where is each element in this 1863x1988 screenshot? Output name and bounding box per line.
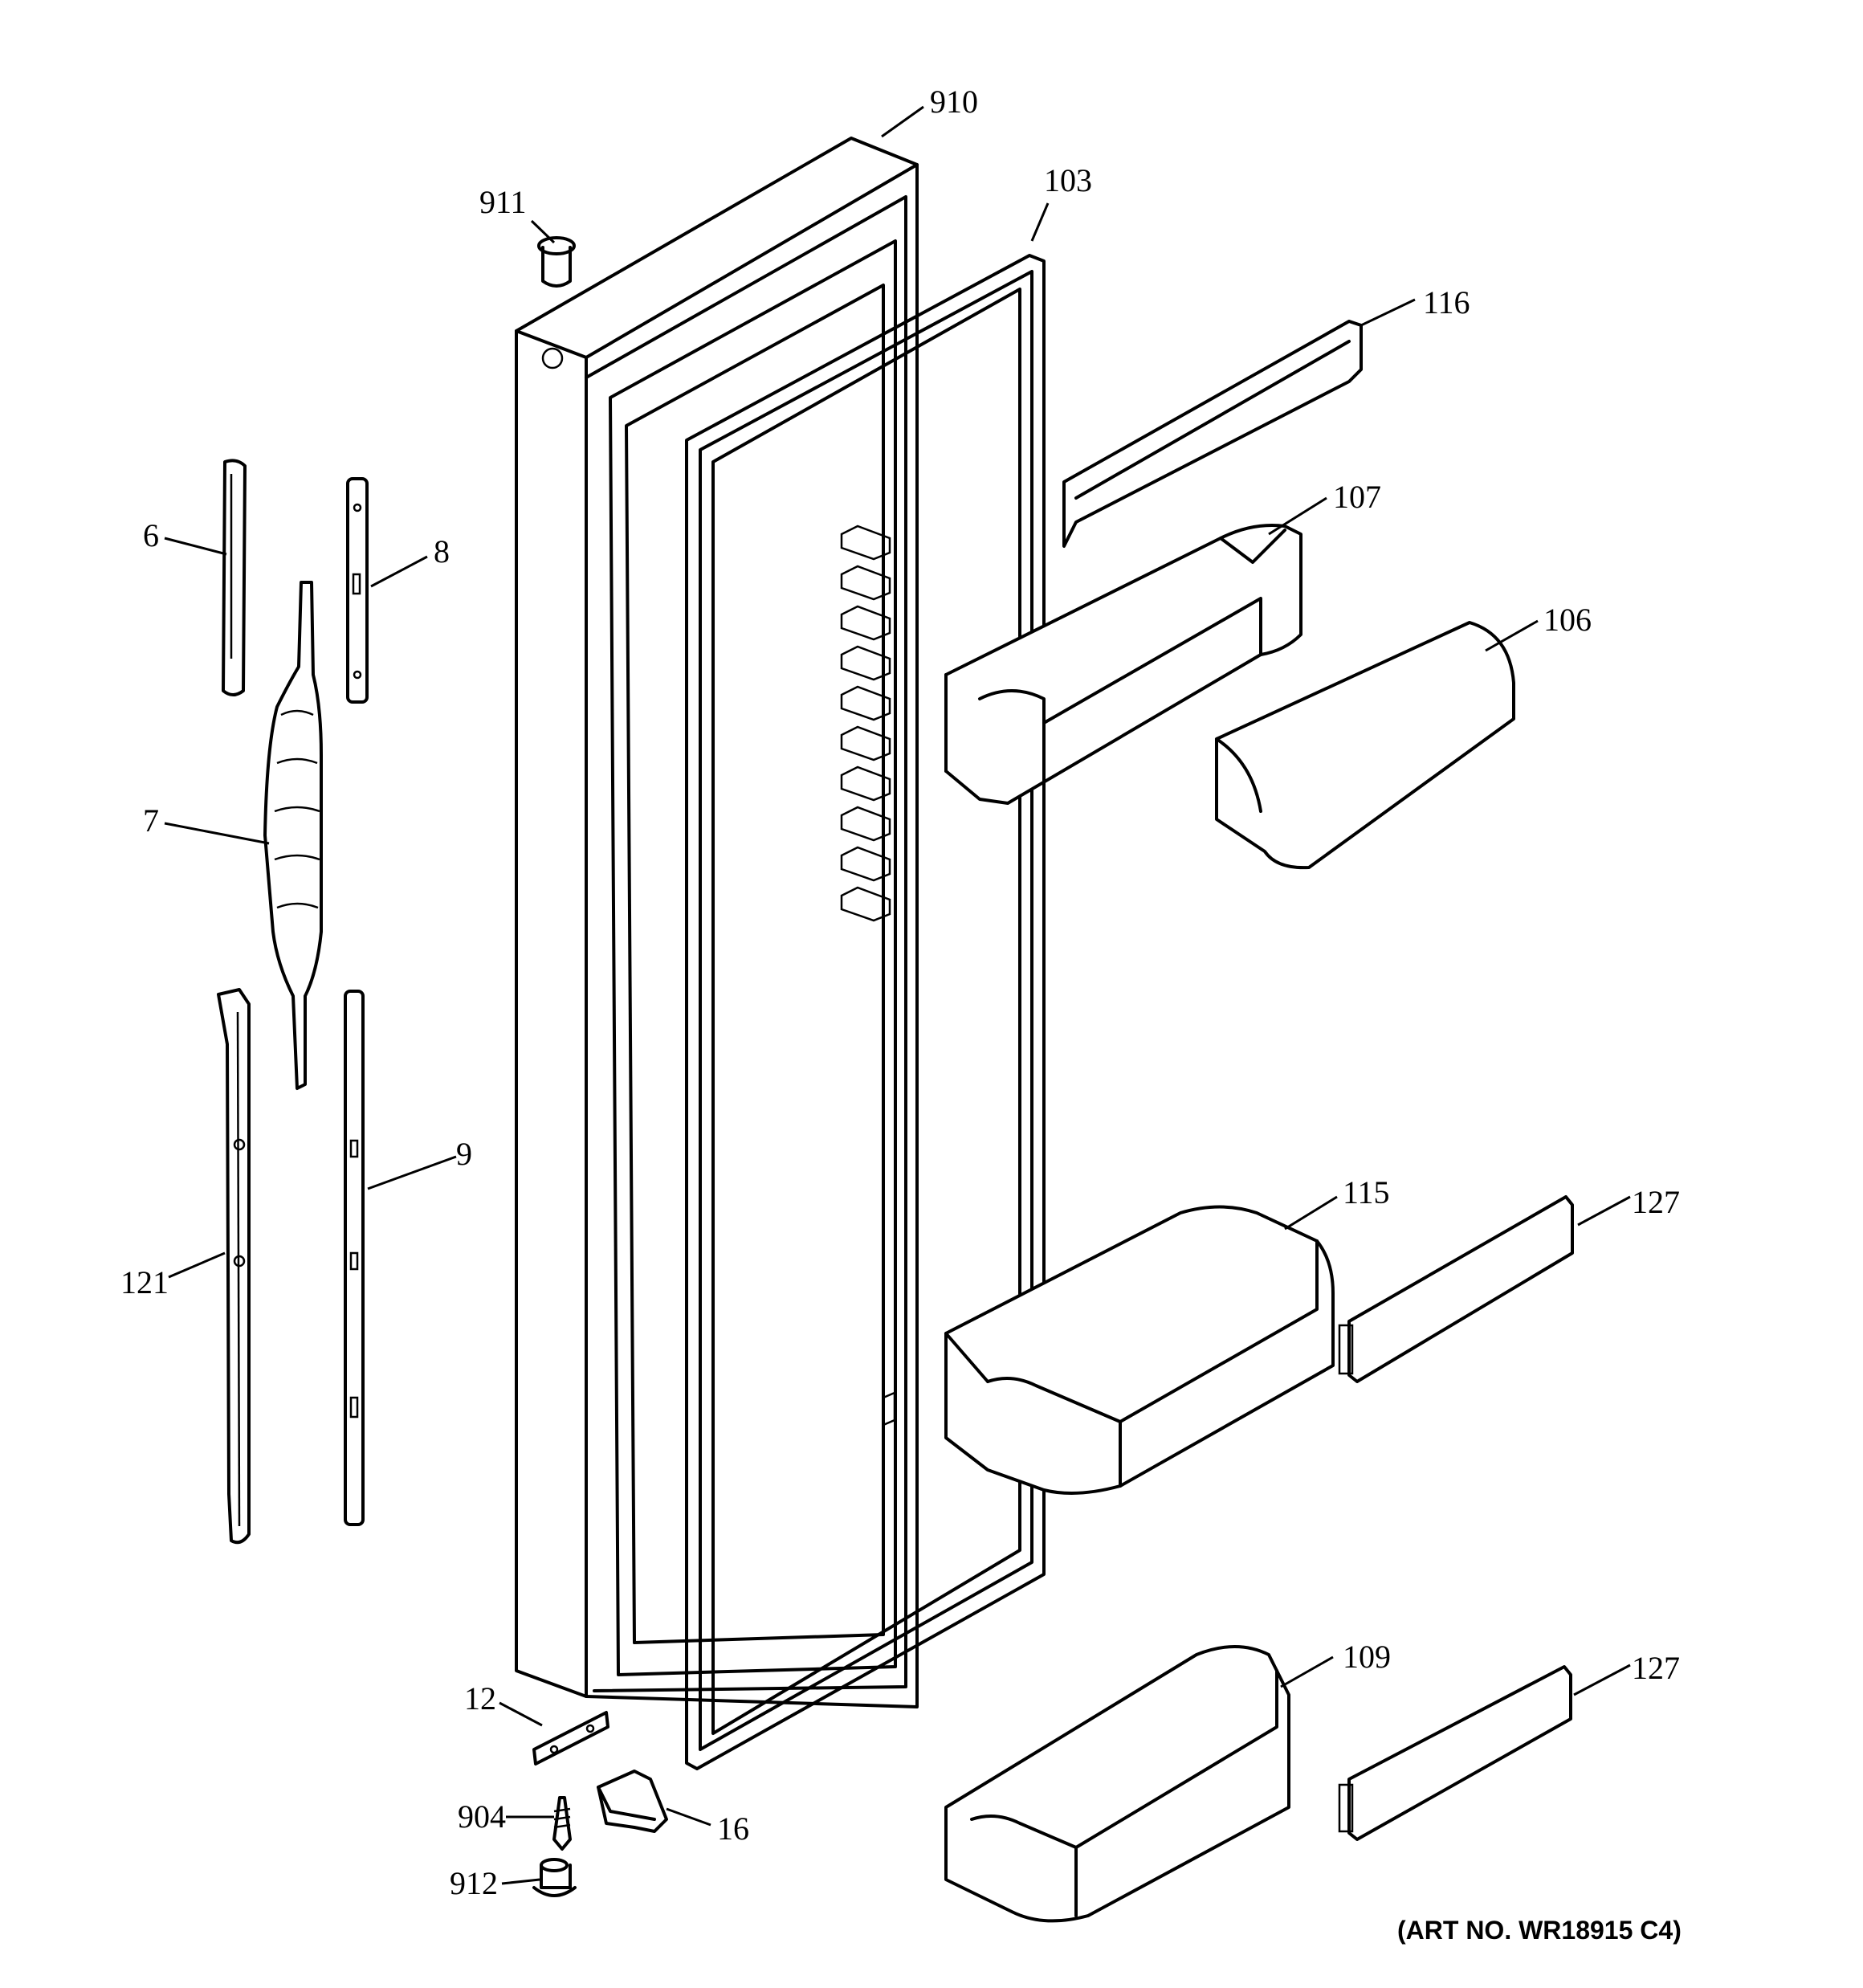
callout-904: 904 [458, 1798, 506, 1835]
callout-127-upper: 127 [1632, 1184, 1680, 1220]
callout-7: 7 [143, 802, 159, 839]
part-115-middle-bin [944, 1205, 1335, 1495]
callout-103: 103 [1044, 162, 1092, 198]
part-121-handle-trim [217, 988, 251, 1545]
part-12-hinge-plate [532, 1711, 609, 1766]
callout-121: 121 [120, 1264, 169, 1300]
callout-115: 115 [1343, 1174, 1390, 1210]
part-6-handle-cap [222, 459, 247, 696]
part-107-upper-bin [944, 524, 1302, 805]
art-number-label: (ART NO. WR18915 C4) [1397, 1916, 1682, 1945]
callout-127-lower: 127 [1632, 1650, 1680, 1686]
callout-12: 12 [464, 1680, 496, 1717]
callout-107: 107 [1333, 479, 1381, 515]
door-liner-cleats [840, 525, 896, 1427]
part-911-bushing [537, 236, 576, 288]
callout-912: 912 [450, 1865, 498, 1901]
part-910-door-outer [515, 137, 919, 1708]
part-16-hinge-bracket [597, 1770, 668, 1833]
part-103-gasket [685, 254, 1046, 1770]
callout-8: 8 [434, 533, 450, 569]
part-127-cover-lower [1338, 1665, 1572, 1841]
leader-lines [164, 105, 1631, 1885]
callout-16: 16 [717, 1810, 749, 1847]
callout-116: 116 [1423, 284, 1470, 320]
part-8-plate [346, 477, 369, 704]
part-116-bin-trim [1062, 320, 1363, 548]
part-109-lower-bin [944, 1645, 1290, 1923]
part-904-screw [552, 1796, 572, 1851]
part-127-cover-upper [1338, 1195, 1574, 1383]
callout-9: 9 [456, 1136, 472, 1172]
callout-106: 106 [1543, 602, 1592, 638]
callout-911: 911 [479, 184, 527, 220]
part-912-pivot-pin [532, 1858, 577, 1897]
callout-910: 910 [930, 84, 978, 120]
callout-6: 6 [143, 517, 159, 553]
callout-109: 109 [1343, 1639, 1391, 1675]
part-7-handle [263, 581, 323, 1090]
part-9-strip [344, 990, 365, 1526]
part-106-bin-cover [1215, 621, 1515, 870]
